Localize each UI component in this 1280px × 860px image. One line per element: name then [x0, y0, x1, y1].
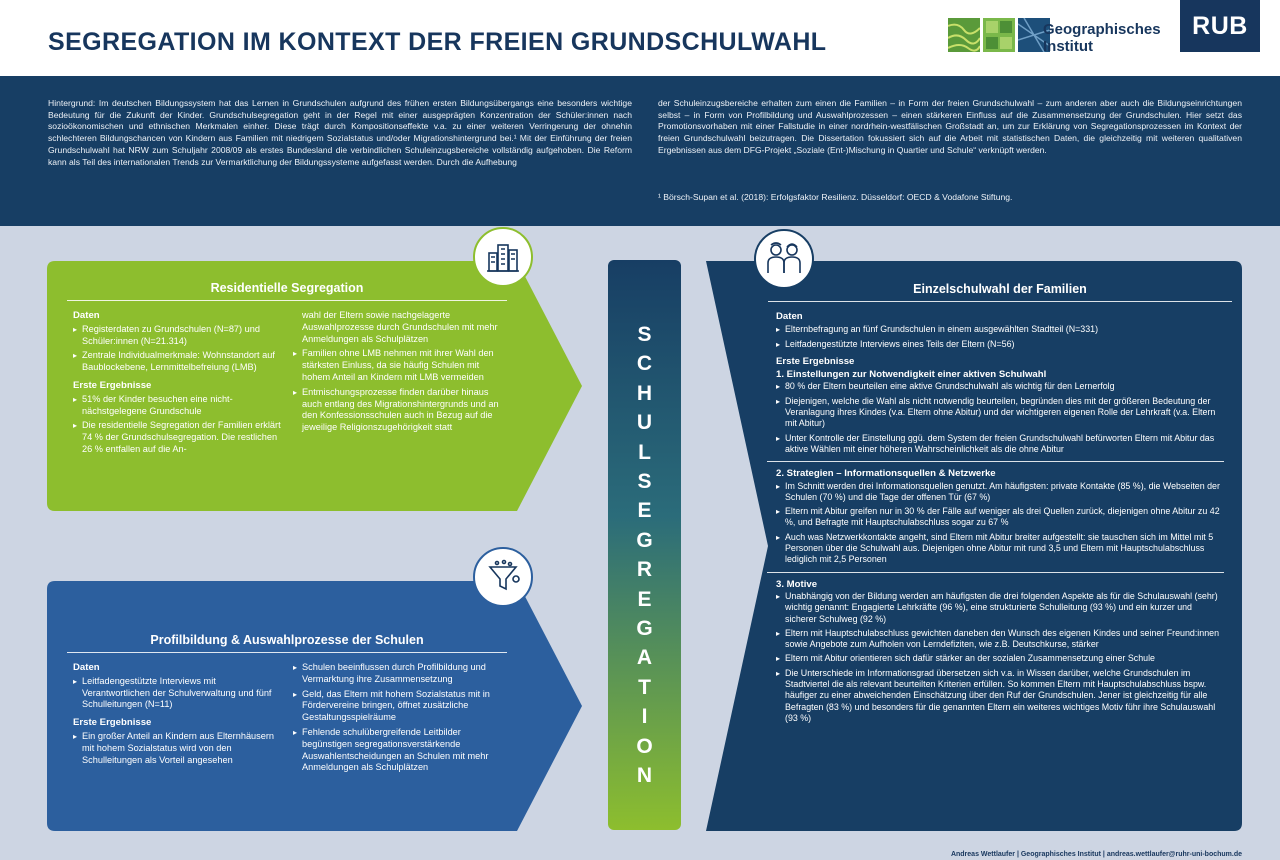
- divider: [767, 461, 1224, 463]
- letter: G: [636, 617, 653, 641]
- letter: L: [638, 440, 651, 464]
- poster-title: SEGREGATION IM KONTEXT DER FREIEN GRUNDS…: [48, 28, 827, 56]
- school-profiling-panel: Profilbildung & Auswahlprozesse der Schu…: [47, 581, 582, 831]
- intro-text-left: Hintergrund: Im deutschen Bildungssystem…: [48, 98, 632, 167]
- list-item: Registerdaten zu Grundschulen (N=87) und…: [73, 324, 281, 348]
- geographic-institute-logo: [948, 18, 1050, 52]
- funnel-filter-icon: [473, 547, 533, 607]
- residential-daten-heading: Daten: [73, 310, 100, 321]
- profil-col-right: Schulen beeinflussen durch Profilbildung…: [293, 662, 503, 777]
- intro-text-right: der Schuleinzugsbereiche erhalten zum ei…: [658, 98, 1242, 155]
- residential-ergebnisse-heading: Erste Ergebnisse: [73, 379, 152, 391]
- grid-tile-icon: [983, 18, 1015, 52]
- footer-credit: Andreas Wettlaufer | Geographisches Inst…: [950, 851, 1242, 858]
- list-item: Schulen beeinflussen durch Profilbildung…: [293, 662, 503, 686]
- list-item: Leitfadengestützte Interviews mit Verant…: [73, 676, 281, 711]
- residential-segregation-panel: Residentielle Segregation Daten Register…: [47, 261, 582, 511]
- list-item: Die residentielle Segregation der Famili…: [73, 420, 281, 455]
- list-item: Entmischungsprozesse finden darüber hina…: [293, 387, 499, 434]
- einzel-content: Daten Elternbefragung an fünf Grundschul…: [767, 311, 1224, 727]
- list-item: Geld, das Eltern mit hohem Sozialstatus …: [293, 689, 503, 724]
- continued-text: wahl der Eltern sowie nachgelagerte Ausw…: [302, 310, 498, 344]
- letter: H: [636, 381, 653, 405]
- list-item: Unabhängig von der Bildung werden am häu…: [776, 591, 1224, 625]
- list-item: Im Schnitt werden drei Informationsquell…: [776, 481, 1224, 504]
- list-item: 80 % der Eltern beurteilen eine aktive G…: [776, 381, 1224, 393]
- vertical-word: S C H U L S E G R E G A T I O N: [608, 320, 681, 791]
- letter: T: [638, 675, 651, 699]
- divider: [767, 571, 1224, 573]
- letter: I: [641, 705, 648, 729]
- list-item: Familien ohne LMB nehmen mit ihrer Wahl …: [293, 348, 499, 383]
- list-item: Eltern mit Hauptschulabschluss gewichten…: [776, 628, 1224, 651]
- list-item: Eltern mit Abitur greifen nur in 30 % de…: [776, 506, 1224, 529]
- profil-ergebnisse-heading: Erste Ergebnisse: [73, 717, 152, 729]
- einzel-title: Einzelschulwahl der Familien: [768, 282, 1232, 302]
- list-item: Diejenigen, welche die Wahl als nicht no…: [776, 396, 1224, 430]
- list-item: Auch was Netzwerkkontakte angeht, sind E…: [776, 532, 1224, 566]
- intro-section: Hintergrund: Im deutschen Bildungssystem…: [0, 76, 1280, 226]
- residential-col-left: Daten Registerdaten zu Grundschulen (N=8…: [73, 310, 281, 462]
- profil-col-left: Daten Leitfadengestützte Interviews mit …: [73, 662, 281, 772]
- list-item: Zentrale Individualmerkmale: Wohnstandor…: [73, 350, 281, 374]
- einzel-section-2-heading: 2. Strategien – Informationsquellen & Ne…: [776, 468, 996, 480]
- letter: E: [637, 499, 652, 523]
- list-item: Ein großer Anteil an Kindern aus Elternh…: [73, 731, 281, 766]
- letter: E: [637, 587, 652, 611]
- list-item: Die Unterschiede im Informationsgrad übe…: [776, 668, 1224, 724]
- letter: A: [636, 646, 653, 670]
- list-item: Elternbefragung an fünf Grundschulen in …: [776, 324, 1224, 336]
- residential-title: Residentielle Segregation: [67, 281, 507, 301]
- letter: N: [636, 764, 653, 788]
- list-item: 51% der Kinder besuchen eine nicht-nächs…: [73, 394, 281, 418]
- einzel-daten-heading: Daten: [776, 311, 803, 322]
- letter: R: [636, 558, 653, 582]
- profil-daten-heading: Daten: [73, 662, 100, 673]
- einzel-section-3-heading: 3. Motive: [776, 578, 818, 590]
- rub-logo: RUB: [1180, 0, 1260, 52]
- residential-col-right: wahl der Eltern sowie nachgelagerte Ausw…: [293, 310, 499, 437]
- list-item: Leitfadengestützte Interviews eines Teil…: [776, 339, 1224, 351]
- list-item: Eltern mit Abitur orientieren sich dafür…: [776, 653, 1224, 665]
- letter: S: [637, 470, 652, 494]
- city-buildings-icon: [473, 227, 533, 287]
- profil-title: Profilbildung & Auswahlprozesse der Schu…: [67, 633, 507, 653]
- letter: U: [636, 411, 653, 435]
- letter: G: [636, 528, 653, 552]
- list-item: Unter Kontrolle der Einstellung ggü. dem…: [776, 433, 1224, 456]
- institute-name: Geographisches Institut: [1043, 21, 1161, 55]
- header: SEGREGATION IM KONTEXT DER FREIEN GRUNDS…: [0, 0, 1280, 76]
- network-tile-icon: [1018, 18, 1050, 52]
- letter: C: [636, 352, 653, 376]
- einzel-section-1-heading: 1. Einstellungen zur Notwendigkeit einer…: [776, 369, 1047, 381]
- letter: S: [637, 323, 652, 346]
- individual-school-choice-panel: Einzelschulwahl der Familien Daten Elter…: [706, 261, 1242, 831]
- family-icon: [754, 229, 814, 289]
- segregation-center-bar: S C H U L S E G R E G A T I O N: [608, 260, 681, 830]
- map-tile-icon: [948, 18, 980, 52]
- list-item: Fehlende schulübergreifende Leitbilder b…: [293, 727, 503, 774]
- footnote: ¹ Börsch-Supan et al. (2018): Erfolgsfak…: [658, 192, 1013, 202]
- letter: O: [636, 734, 653, 758]
- einzel-ergebnisse-heading: Erste Ergebnisse: [776, 355, 855, 367]
